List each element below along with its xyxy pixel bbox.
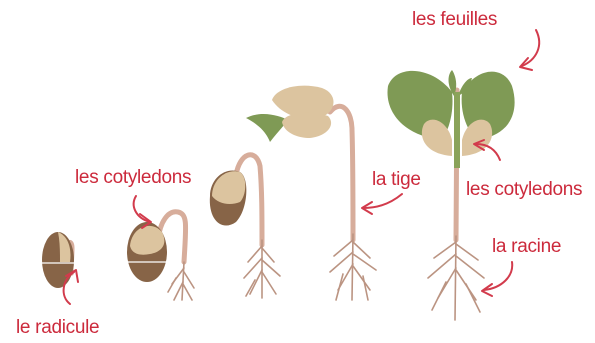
stem-stage-4 [330,106,353,240]
roots-stage-5 [428,236,484,320]
stage-3-sprout [210,155,280,298]
stage-4-sprout [246,86,376,300]
roots-stage-3 [244,240,280,298]
stage-1-seed [42,232,78,288]
seed-half-bottom [282,113,331,138]
label-feuilles: les feuilles [412,10,497,29]
cotyledon-right [462,120,492,156]
roots-stage-4 [330,234,376,300]
label-cotyledons-left: les cotyledons [75,168,191,187]
arrow-feuilles [520,30,539,70]
arrow-radicule [64,270,78,304]
first-leaf [246,114,288,142]
label-racine: la racine [492,237,561,256]
arrow-racine [482,262,512,296]
seed-stage-3-light [212,171,245,204]
label-radicule: le radicule [16,318,99,337]
label-cotyledons-right: les cotyledons [466,180,582,199]
stage-2-sprout [127,212,194,300]
label-tige: la tige [372,170,421,189]
roots-stage-2 [168,262,194,300]
arrow-tige [362,194,402,214]
